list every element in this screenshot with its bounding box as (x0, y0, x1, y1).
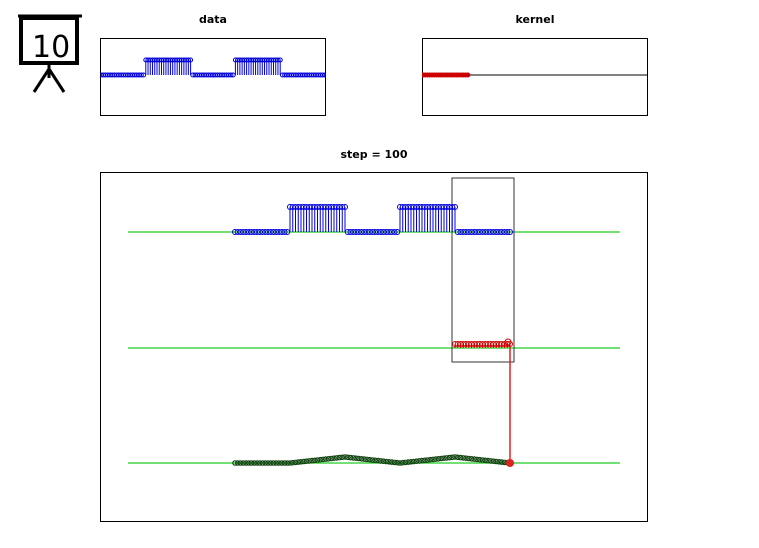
main-axes-frame (100, 172, 648, 522)
data-plot (100, 38, 326, 116)
result-signal (232, 454, 513, 466)
sliding-window-box (451, 177, 515, 363)
current-output-dot (506, 459, 514, 467)
main-plot-title: step = 100 (340, 148, 408, 161)
slide-number: 10 (32, 30, 70, 65)
easel-right-leg (47, 68, 66, 93)
kernel-signal (422, 72, 471, 78)
kernel-plot (422, 38, 648, 116)
main-data-signal (232, 204, 513, 235)
easel-left-leg (32, 68, 51, 93)
convolution-step-plot (100, 172, 648, 522)
slide-number-easel-icon: 10 (18, 14, 82, 93)
main-kernel-signal (452, 338, 513, 348)
zero-baselines (128, 231, 620, 464)
data-signal-stems (100, 57, 326, 78)
kernel-plot-title: kernel (515, 13, 555, 26)
data-plot-title: data (199, 13, 227, 26)
